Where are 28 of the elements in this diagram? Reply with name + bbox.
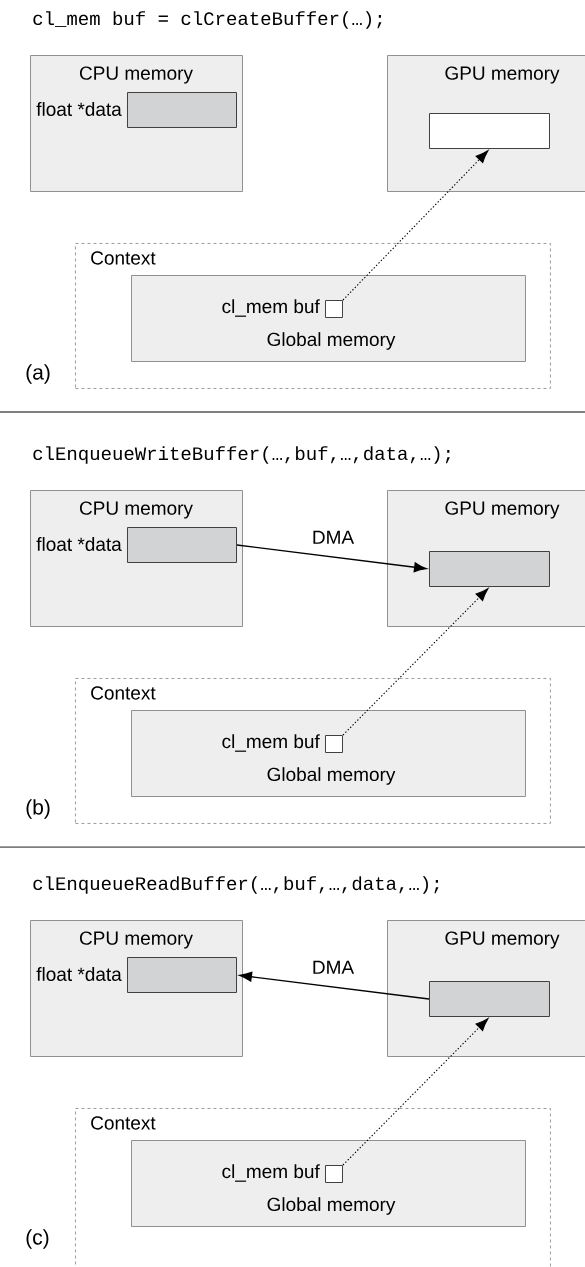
edge-label: DMA	[310, 529, 356, 545]
panel-label: (a)	[26, 364, 50, 384]
edge-label: DMA	[310, 959, 356, 975]
data-block	[127, 527, 237, 563]
box-caption: cl_mem buf	[222, 299, 320, 317]
box-caption: float *data	[36, 102, 122, 116]
arrow	[342, 1018, 489, 1166]
box-caption: cl_mem buf	[222, 734, 320, 752]
buffer-block	[429, 981, 550, 1017]
buffer-handle	[325, 300, 343, 318]
code-line: clEnqueueWriteBuffer(…,buf,…,data,…);	[33, 446, 450, 464]
box-caption: float *data	[36, 537, 122, 551]
buffer-block	[429, 551, 550, 587]
arrow	[239, 971, 430, 1000]
box-caption: cl_mem buf	[222, 1164, 320, 1182]
code-line: cl_mem buf = clCreateBuffer(…);	[33, 11, 382, 29]
code-line: clEnqueueReadBuffer(…,buf,…,data,…);	[33, 876, 439, 894]
data-block	[127, 957, 237, 993]
data-block	[127, 92, 237, 128]
buffer-handle	[325, 1165, 343, 1183]
panel-label: (c)	[26, 1229, 49, 1249]
panel-label: (b)	[26, 799, 50, 819]
buffer-block	[429, 113, 550, 149]
buffer-handle	[325, 735, 343, 753]
arrow	[342, 588, 489, 736]
box-caption: float *data	[36, 967, 122, 981]
arrow	[236, 544, 427, 573]
arrow	[342, 150, 489, 301]
